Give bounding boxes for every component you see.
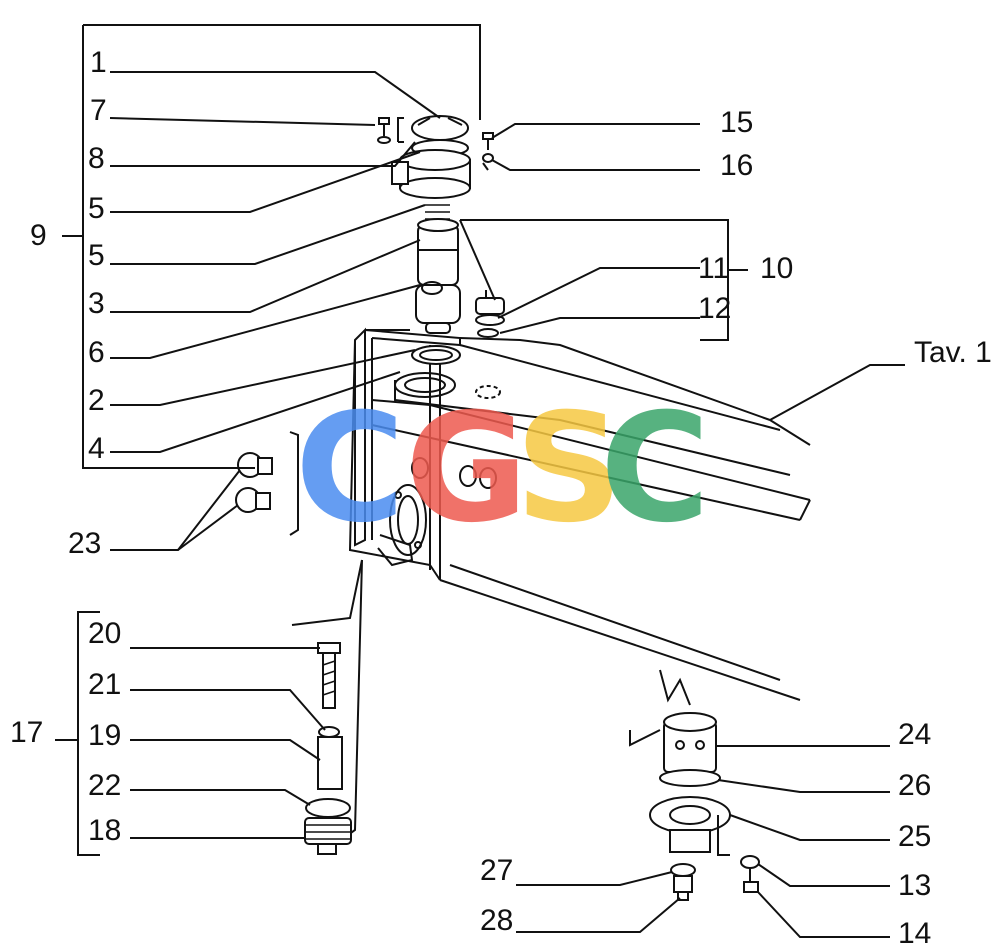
label-25: 25: [898, 820, 931, 853]
screw-15-16: [482, 132, 494, 171]
label-8: 8: [88, 142, 105, 175]
label-12: 12: [698, 292, 731, 325]
watermark-letter-c2: C: [600, 382, 710, 556]
watermark: C G S C: [295, 382, 710, 556]
label-15: 15: [720, 106, 753, 139]
tank-body: [291, 327, 811, 836]
label-19: 19: [88, 719, 121, 752]
screw-7-8: [377, 117, 404, 144]
label-28: 28: [480, 904, 513, 937]
label-tav1: Tav. 1: [914, 336, 992, 369]
label-18: 18: [88, 814, 121, 847]
label-9: 9: [30, 219, 47, 252]
label-23: 23: [68, 527, 101, 560]
label-20: 20: [88, 617, 121, 650]
label-11: 11: [698, 252, 729, 285]
label-7: 7: [90, 94, 107, 127]
label-24: 24: [898, 718, 931, 751]
label-2: 2: [88, 384, 105, 417]
label-14: 14: [898, 917, 931, 950]
label-6: 6: [88, 336, 105, 369]
label-4: 4: [88, 432, 105, 465]
label-13: 13: [898, 869, 931, 902]
part-labels: 1 7 8 5 9 5 3 6 2 4 15 16 11 10 12 Tav. …: [10, 46, 992, 950]
leader-lines: [55, 24, 905, 938]
label-5a: 5: [88, 192, 105, 225]
label-1: 1: [90, 46, 107, 79]
breather-assembly: [629, 712, 760, 901]
label-16: 16: [720, 149, 753, 182]
bolt-assembly-17: [304, 642, 352, 855]
label-22: 22: [88, 769, 121, 802]
watermark-letter-s: S: [515, 382, 623, 556]
label-27: 27: [480, 854, 513, 887]
watermark-letter-c1: C: [295, 382, 405, 556]
filter-assembly: [391, 115, 471, 365]
sensor-assembly: [475, 290, 505, 338]
label-17: 17: [10, 716, 43, 749]
label-21: 21: [88, 668, 121, 701]
label-26: 26: [898, 769, 931, 802]
watermark-letter-g: G: [405, 382, 528, 556]
label-3: 3: [88, 287, 105, 320]
label-5b: 5: [88, 239, 105, 272]
label-10: 10: [760, 252, 793, 285]
plugs-23: [235, 431, 299, 536]
